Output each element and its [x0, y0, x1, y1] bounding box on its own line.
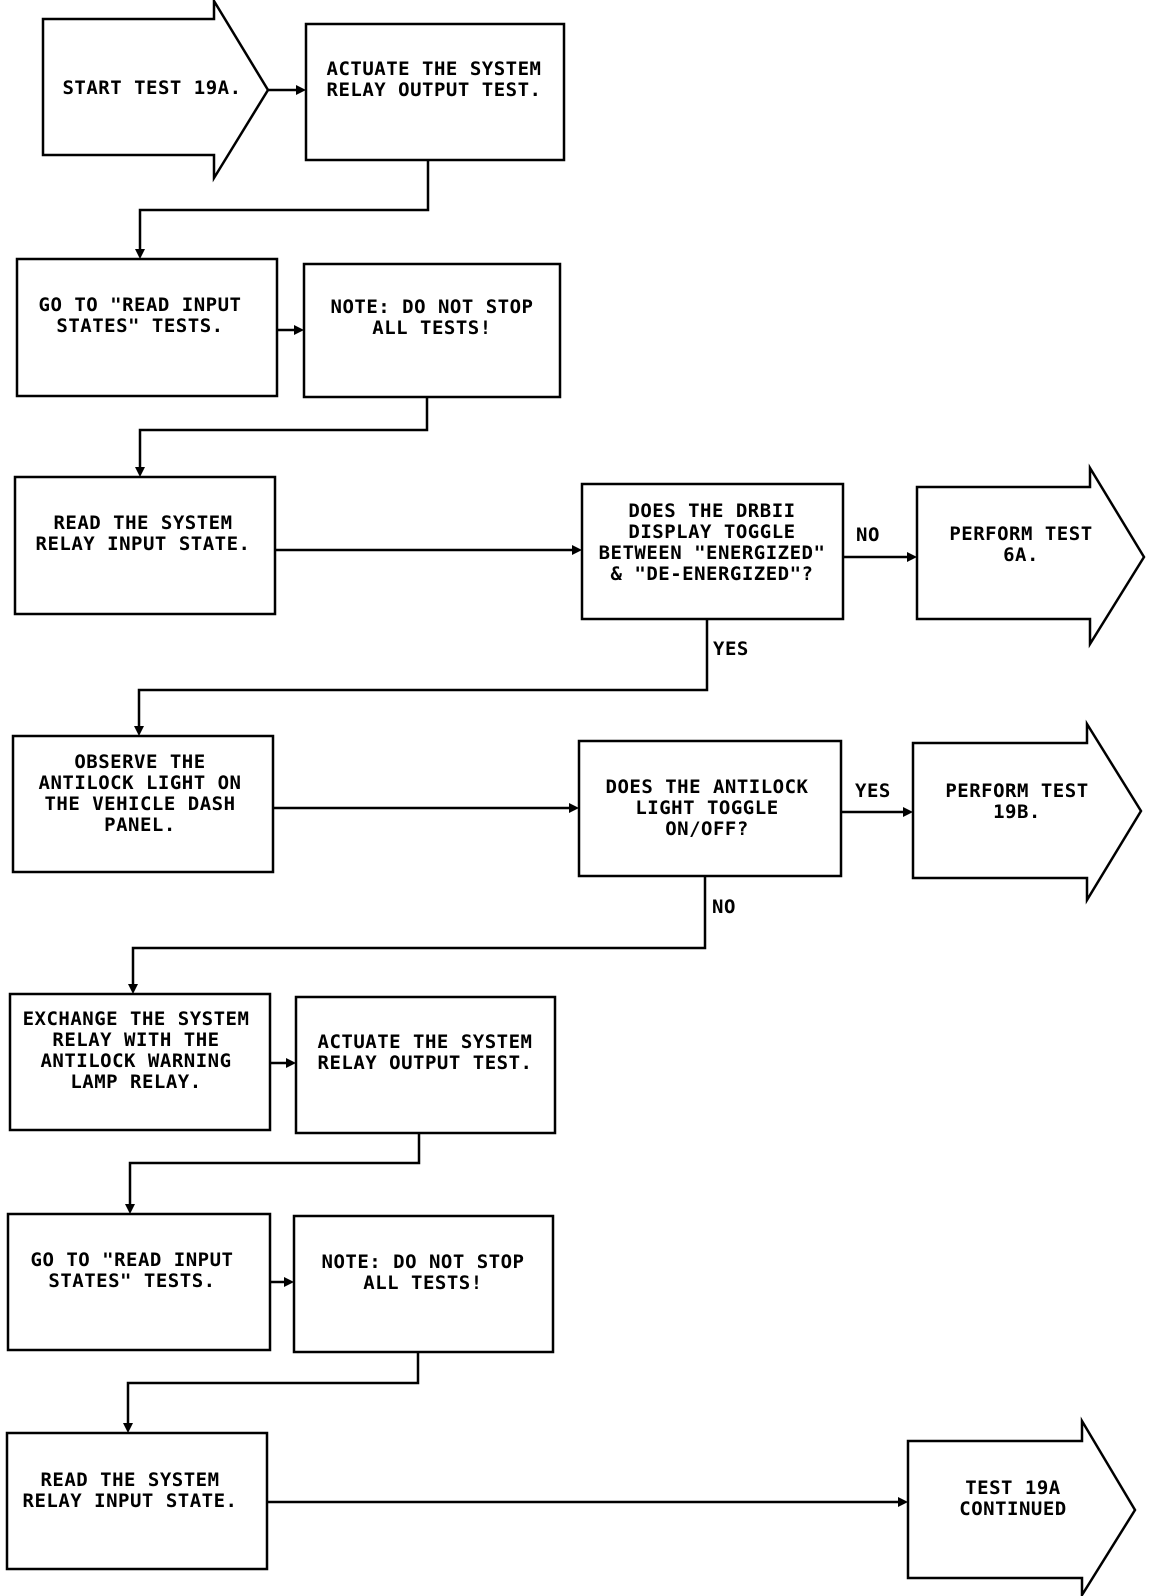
decision1-no-label: NO	[856, 524, 880, 546]
connector-actuate1-to-goto1	[135, 160, 430, 259]
connector-goto2-to-note2	[270, 1277, 294, 1287]
connector-note2-to-read2	[123, 1352, 420, 1433]
actuate-relay-box-1-text-line: ACTUATE THE SYSTEM	[327, 58, 542, 80]
connector-note1-to-read1	[135, 397, 429, 477]
connector-actuate2-to-goto2	[125, 1133, 421, 1214]
test-continued-node-text-line: CONTINUED	[959, 1498, 1066, 1520]
note-box-1-text-line: NOTE: DO NOT STOP	[331, 296, 534, 318]
connector-decision2-yes	[841, 807, 913, 817]
actuate-relay-box-2-text-line: ACTUATE THE SYSTEM	[318, 1031, 533, 1053]
read-relay-box-2-text-line: READ THE SYSTEM	[40, 1469, 219, 1491]
actuate-relay-box-1-text-line: RELAY OUTPUT TEST.	[327, 79, 542, 101]
connector-decision1-no	[843, 552, 917, 562]
perform-test-19b-node-text-line: PERFORM TEST	[945, 780, 1088, 802]
decision2-yes-label: YES	[855, 780, 891, 802]
connector-decision1-yes	[134, 619, 709, 736]
read-relay-box-1-text-line: RELAY INPUT STATE.	[36, 533, 251, 555]
note-box-1-text-line: ALL TESTS!	[372, 317, 491, 339]
connector-decision2-no	[128, 876, 707, 994]
decision-antilock-toggle-text-line: LIGHT TOGGLE	[635, 797, 778, 819]
read-relay-box-1-text-line: READ THE SYSTEM	[53, 512, 232, 534]
goto-input-states-box-2-text-line: STATES" TESTS.	[48, 1270, 215, 1292]
observe-light-box-text-line: PANEL.	[104, 814, 176, 836]
test-continued-node-text-line: TEST 19A	[965, 1477, 1061, 1499]
decision-drbii-toggle-text-line: BETWEEN "ENERGIZED"	[599, 542, 826, 564]
perform-test-6a-node-text-line: PERFORM TEST	[949, 523, 1092, 545]
decision-antilock-toggle-text-line: ON/OFF?	[665, 818, 749, 840]
connector-exchange-to-actuate2	[270, 1058, 296, 1068]
exchange-relay-box-text-line: ANTILOCK WARNING	[40, 1050, 231, 1072]
observe-light-box-text-line: THE VEHICLE DASH	[44, 793, 235, 815]
actuate-relay-box-2-text-line: RELAY OUTPUT TEST.	[318, 1052, 533, 1074]
decision-drbii-toggle-text-line: DISPLAY TOGGLE	[628, 521, 795, 543]
exchange-relay-box-text-line: LAMP RELAY.	[70, 1071, 201, 1093]
connector-goto1-to-note1	[277, 325, 304, 335]
read-relay-box-2-text-line: RELAY INPUT STATE.	[23, 1490, 238, 1512]
goto-input-states-box-1-text-line: STATES" TESTS.	[56, 315, 223, 337]
observe-light-box-text-line: OBSERVE THE	[74, 751, 205, 773]
start-node-text-line: START TEST 19A.	[62, 77, 241, 99]
connector-read1-to-decision1	[275, 545, 582, 555]
note-box-2-text-line: ALL TESTS!	[363, 1272, 482, 1294]
decision-drbii-toggle-text-line: & "DE-ENERGIZED"?	[611, 563, 814, 585]
perform-test-6a-node-text-line: 6A.	[1003, 544, 1039, 566]
start-node-text: START TEST 19A.	[62, 77, 241, 99]
observe-light-box-text-line: ANTILOCK LIGHT ON	[39, 772, 242, 794]
connector-observe-to-decision2	[273, 803, 579, 813]
decision-antilock-toggle-text-line: DOES THE ANTILOCK	[606, 776, 809, 798]
decision-drbii-toggle-text-line: DOES THE DRBII	[628, 500, 795, 522]
decision1-yes-label: YES	[713, 638, 749, 660]
decision2-no-label: NO	[712, 896, 736, 918]
perform-test-19b-node-text-line: 19B.	[993, 801, 1041, 823]
start-node: START TEST 19A.	[41, 0, 270, 183]
connector-read2-to-continued	[267, 1497, 908, 1507]
exchange-relay-box-text-line: EXCHANGE THE SYSTEM	[23, 1008, 250, 1030]
goto-input-states-box-2-text-line: GO TO "READ INPUT	[31, 1249, 234, 1271]
exchange-relay-box-text-line: RELAY WITH THE	[52, 1029, 219, 1051]
connector-start-to-actuate1	[268, 85, 306, 95]
goto-input-states-box-1-text-line: GO TO "READ INPUT	[39, 294, 242, 316]
note-box-2-text-line: NOTE: DO NOT STOP	[322, 1251, 525, 1273]
